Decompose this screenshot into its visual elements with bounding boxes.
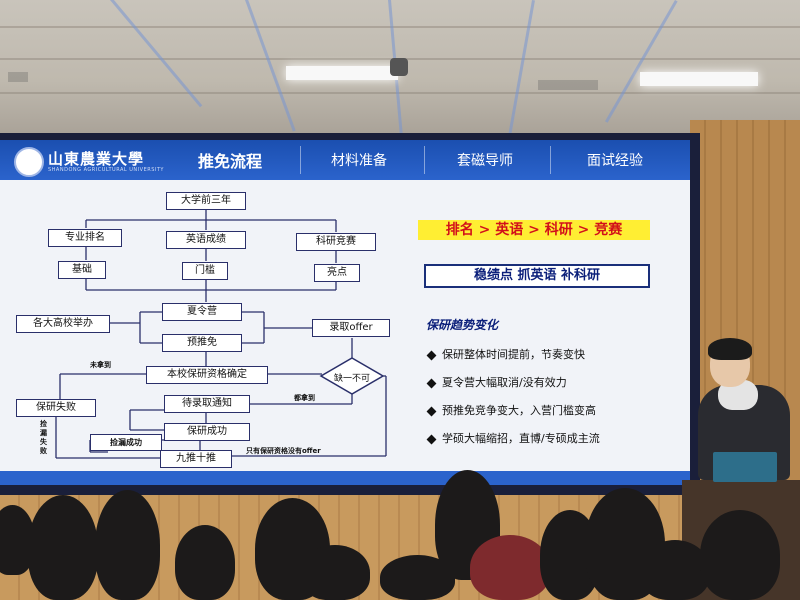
ceiling-grid-line <box>507 0 535 139</box>
trend-item: 预推免竞争变大，入营门槛变高 <box>426 402 596 418</box>
flow-node-major-ranking: 专业排名 <box>48 229 122 247</box>
flow-node-english-score: 英语成绩 <box>166 231 246 249</box>
ceiling-light <box>640 72 758 86</box>
presentation-slide: 山東農業大學 SHANDONG AGRICULTURAL UNIVERSITY … <box>0 140 690 485</box>
flow-node-summer-camp: 夏令营 <box>162 303 242 321</box>
flow-node-foundation: 基础 <box>58 261 106 279</box>
flow-node-ninth-tenth-round: 九推十推 <box>160 450 232 468</box>
ceiling-grid-line <box>0 26 800 28</box>
ceiling-light <box>286 66 398 80</box>
tab-interview[interactable]: 面试经验 <box>587 153 643 169</box>
tab-contact-advisor[interactable]: 套磁导师 <box>457 153 513 169</box>
flow-label-all-obtained: 都拿到 <box>294 394 315 402</box>
university-seal-icon <box>14 147 44 177</box>
audience-member <box>470 535 550 600</box>
flow-node-admission-offer: 录取offer <box>312 319 390 337</box>
trend-item-text: 保研整体时间提前，节奏变快 <box>442 348 585 361</box>
flow-node-recommendation-success: 保研成功 <box>164 423 250 441</box>
tab-materials[interactable]: 材料准备 <box>331 153 387 169</box>
flow-node-late-success: 捡漏成功 <box>90 434 162 451</box>
audience-member <box>175 525 235 600</box>
trend-item-text: 学硕大幅缩招，直博/专硕成主流 <box>442 432 600 445</box>
flow-node-first-three-years: 大学前三年 <box>166 192 246 210</box>
diamond-bullet-icon <box>426 350 437 360</box>
audience-member <box>300 545 370 600</box>
flowchart-connectors <box>55 209 387 459</box>
laptop <box>713 452 777 482</box>
trend-item-text: 夏令营大幅取消/没有效力 <box>442 376 567 389</box>
diamond-bullet-icon <box>426 378 437 388</box>
audience-member <box>700 510 780 600</box>
flow-node-universities-host: 各大高校举办 <box>16 315 110 333</box>
diamond-bullet-icon <box>426 406 437 416</box>
trend-item: 保研整体时间提前，节奏变快 <box>426 346 585 362</box>
audience-member <box>95 490 160 600</box>
flow-label-not-obtained: 未拿到 <box>90 361 111 369</box>
audience-member <box>28 495 98 600</box>
flow-node-pre-recommendation: 预推免 <box>162 334 242 352</box>
slide-footer <box>0 471 690 485</box>
trend-title: 保研趋势变化 <box>426 318 499 332</box>
tab-recommendation-process[interactable]: 推免流程 <box>197 152 262 171</box>
tab-divider <box>300 146 301 174</box>
priority-banner: 排名 > 英语 > 科研 > 竞赛 <box>418 220 650 240</box>
flow-label-late-failed: 捡漏失败 <box>40 420 47 455</box>
flow-node-threshold: 门槛 <box>182 262 228 280</box>
presenter-hair <box>708 338 752 360</box>
flow-label-qualified-no-offer: 只有保研资格没有offer <box>246 447 321 455</box>
flow-node-research-competition: 科研竞赛 <box>296 233 376 251</box>
flow-node-recommendation-failed: 保研失败 <box>16 399 96 417</box>
ceiling-grid-line <box>605 0 678 123</box>
slide-header: 山東農業大學 SHANDONG AGRICULTURAL UNIVERSITY … <box>0 140 690 180</box>
tab-divider <box>424 146 425 174</box>
ceiling-vent <box>8 72 28 82</box>
ceiling <box>0 0 800 140</box>
trend-item: 夏令营大幅取消/没有效力 <box>426 374 567 390</box>
flow-node-awaiting-notice: 待录取通知 <box>164 395 250 413</box>
tab-divider <box>550 146 551 174</box>
ceiling-vent <box>538 80 598 90</box>
trend-item: 学硕大幅缩招，直博/专硕成主流 <box>426 430 600 446</box>
trend-item-text: 预推免竞争变大，入营门槛变高 <box>442 404 596 417</box>
flow-node-eligibility-confirmed: 本校保研资格确定 <box>146 366 268 384</box>
university-name: 山東農業大學 <box>48 150 145 168</box>
audience-member <box>640 540 710 600</box>
flow-decision-label: 缺一不可 <box>334 374 371 384</box>
university-name-en: SHANDONG AGRICULTURAL UNIVERSITY <box>48 167 164 173</box>
keywords-box: 稳绩点 抓英语 补科研 <box>424 264 650 288</box>
ceiling-grid-line <box>0 92 800 94</box>
diamond-bullet-icon <box>426 434 437 444</box>
projector-mount <box>390 58 408 76</box>
flow-node-highlight: 亮点 <box>314 264 360 282</box>
